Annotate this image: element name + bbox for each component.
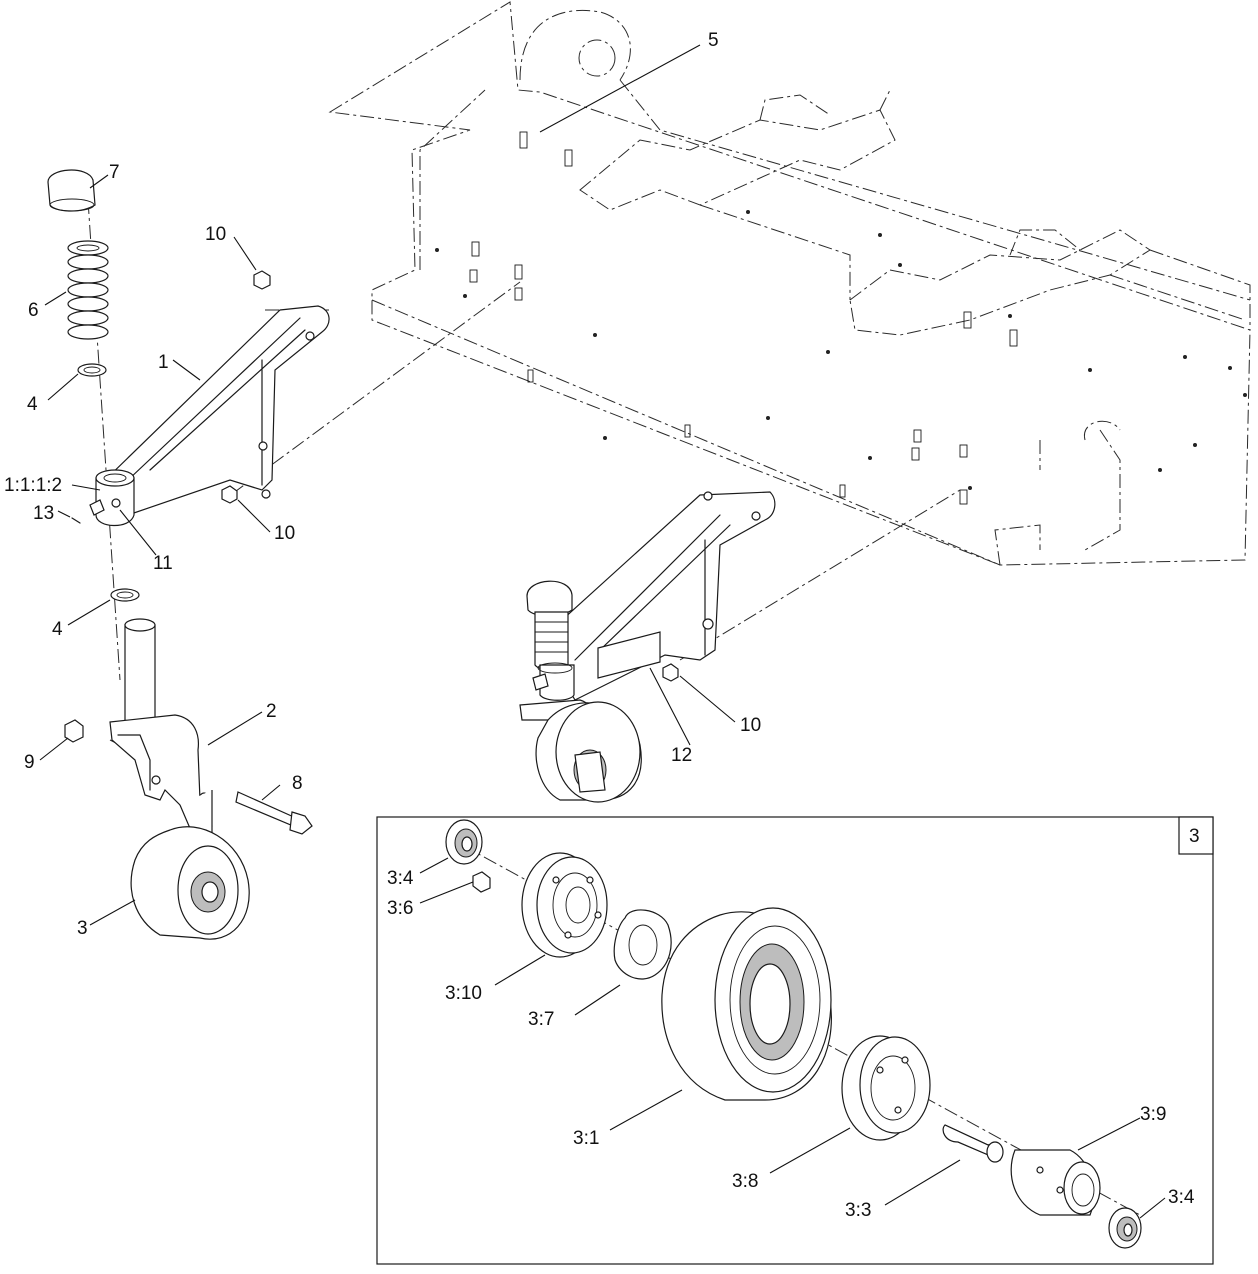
callout-8: 8 — [292, 773, 303, 794]
callout-5: 5 — [708, 30, 719, 51]
detail-badge-frame — [1178, 816, 1214, 855]
mower-deck-frame — [328, 1, 1251, 566]
gasket-part — [613, 909, 672, 980]
decal-part — [597, 631, 661, 679]
callout-labels: 5 7 10 6 1 4 1:1:1:2 13 11 10 4 2 9 8 3 … — [4, 30, 1200, 1221]
detail-callout-3-10: 3:10 — [445, 983, 482, 1004]
wheel-nut-part — [472, 871, 491, 893]
detail-callout-3-3: 3:3 — [845, 1200, 871, 1221]
nut-part-top — [253, 270, 271, 290]
caster-fork-part — [109, 618, 213, 846]
spring-part — [67, 240, 109, 340]
nut-part-side — [221, 485, 238, 504]
washer-part-bottom — [110, 588, 140, 602]
callout-10: 10 — [205, 224, 226, 245]
callout-leaders — [39, 44, 1166, 1219]
bolt-part — [235, 791, 313, 835]
detail-callout-3-6: 3:6 — [387, 898, 413, 919]
callout-6: 6 — [28, 300, 39, 321]
hub-part — [1010, 1149, 1101, 1216]
callout-13: 13 — [33, 503, 54, 524]
callout-4: 4 — [27, 394, 38, 415]
callout-1-1-1-2: 1:1:1:2 — [4, 475, 62, 496]
rim-half-part-rear — [841, 1035, 931, 1141]
callout-10-assembled: 10 — [740, 715, 761, 736]
tire-part — [661, 907, 832, 1101]
callout-4-bottom: 4 — [52, 619, 63, 640]
callout-11: 11 — [153, 553, 173, 574]
set-screw-part — [71, 517, 81, 524]
callout-10-side: 10 — [274, 523, 295, 544]
callout-3: 3 — [77, 918, 88, 939]
callout-12: 12 — [671, 745, 692, 766]
bearing-part-bottom — [1108, 1207, 1142, 1249]
detail-callout-3-4-bottom: 3:4 — [1168, 1187, 1195, 1208]
detail-callout-3-8: 3:8 — [732, 1171, 758, 1192]
callout-9: 9 — [24, 752, 35, 773]
callout-1: 1 — [158, 352, 169, 373]
rim-half-part — [521, 852, 608, 958]
caster-arm-exploded — [47, 169, 330, 940]
nut-part-fork — [64, 719, 84, 743]
grease-fitting-part — [89, 499, 105, 516]
detail-callout-3-4: 3:4 — [387, 868, 414, 889]
callout-7: 7 — [109, 162, 120, 183]
detail-callout-3-9: 3:9 — [1140, 1104, 1166, 1125]
caster-cap-part — [47, 169, 96, 212]
caster-wheel-part — [130, 826, 250, 940]
bearing-part-top — [445, 819, 483, 865]
washer-part-top — [77, 363, 107, 377]
caster-arm-assembled — [519, 491, 776, 803]
spacer-tube-part — [942, 1124, 1004, 1163]
callout-2: 2 — [266, 701, 277, 722]
detail-badge: 3 — [1189, 826, 1200, 847]
detail-callout-3-7: 3:7 — [528, 1009, 554, 1030]
caster-arm-part — [95, 305, 330, 527]
wheel-detail-box — [376, 816, 1214, 1265]
detail-callout-3-1: 3:1 — [573, 1128, 599, 1149]
